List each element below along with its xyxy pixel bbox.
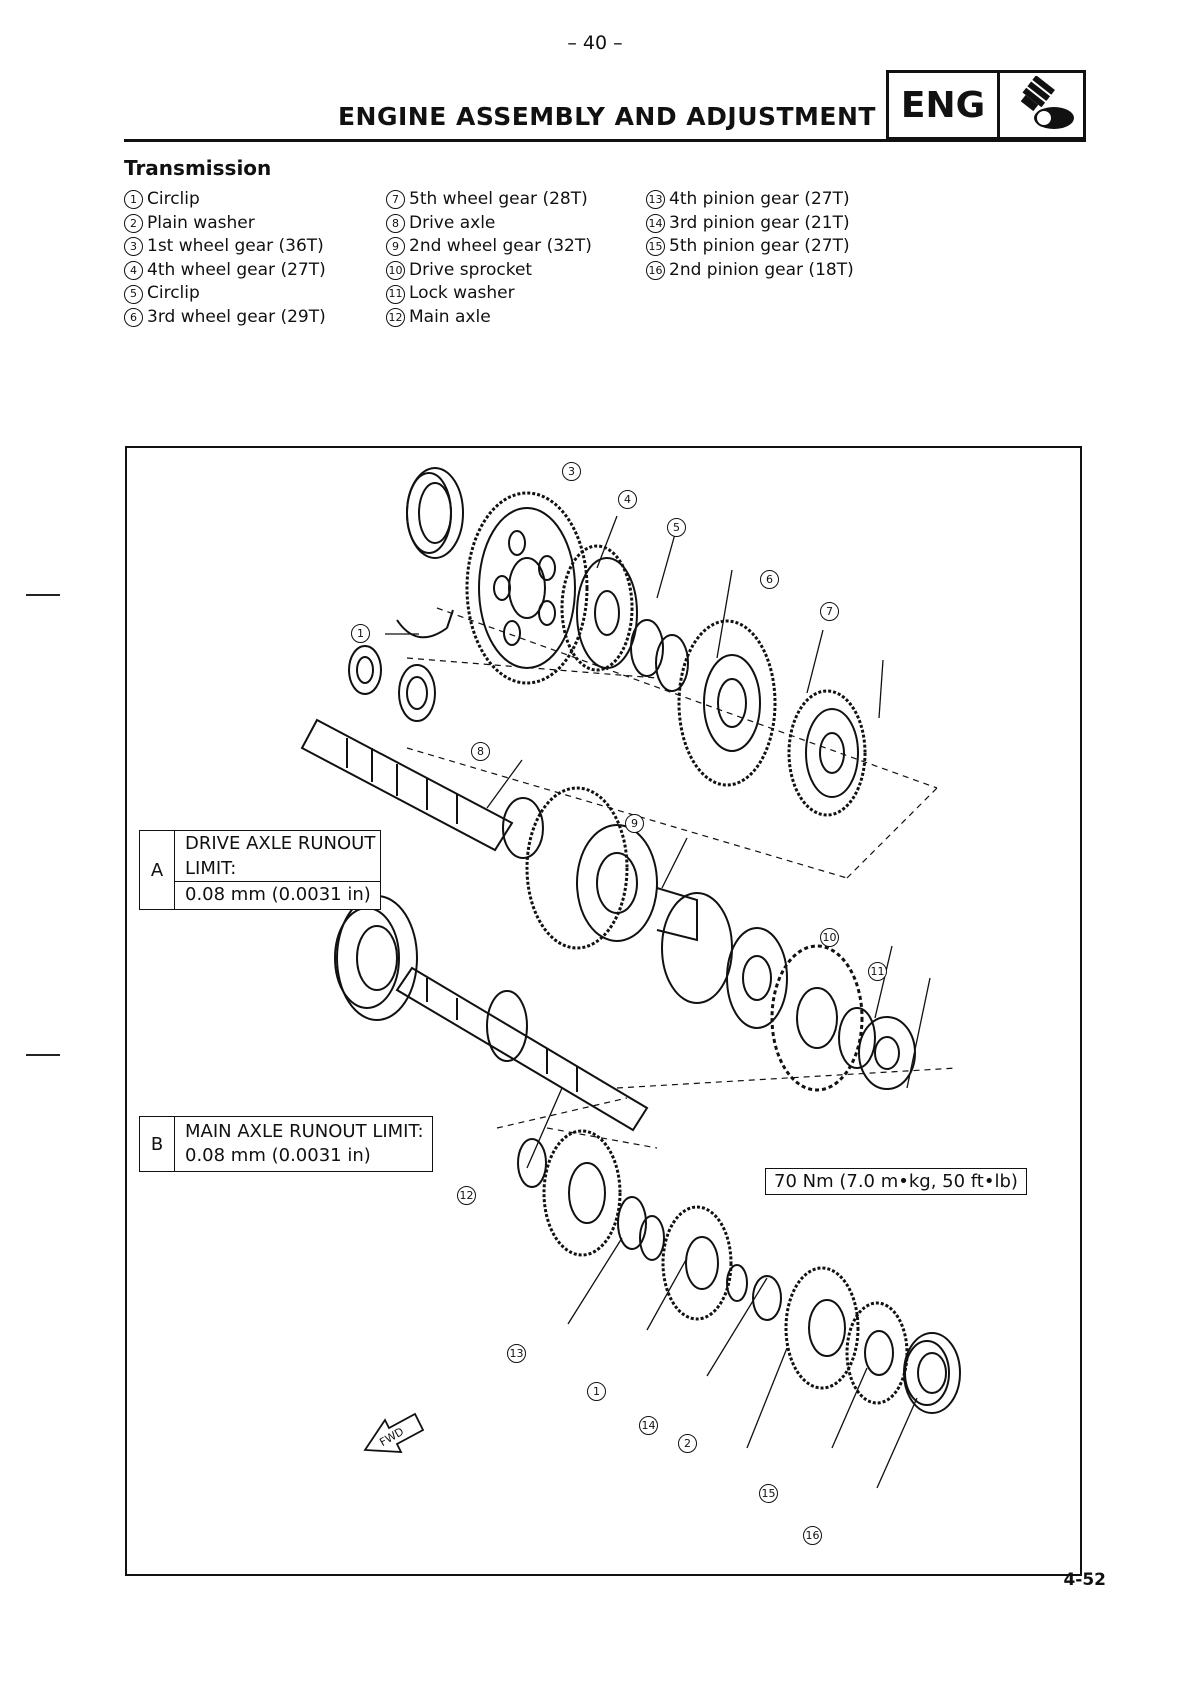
- callout-9: 9: [625, 814, 644, 833]
- header-rule: [124, 139, 1086, 142]
- page-number-bottom: 4-52: [1063, 1570, 1106, 1590]
- section-code: ENG: [889, 73, 1000, 137]
- margin-mark: [26, 594, 60, 596]
- spec-b-line1: MAIN AXLE RUNOUT LIMIT:: [185, 1121, 424, 1142]
- spec-a-line2: LIMIT:: [185, 858, 237, 879]
- callout-6: 6: [760, 570, 779, 589]
- callout-5: 5: [667, 518, 686, 537]
- callout-12: 12: [457, 1186, 476, 1205]
- spec-a-line1: DRIVE AXLE RUNOUT: [185, 833, 376, 854]
- drive-axle-runout-spec: A DRIVE AXLE RUNOUT LIMIT: 0.08 mm (0.00…: [139, 830, 381, 910]
- main-axle-runout-spec: B MAIN AXLE RUNOUT LIMIT: 0.08 mm (0.003…: [139, 1116, 433, 1172]
- callout-4: 4: [618, 490, 637, 509]
- fwd-label: FWD: [377, 1425, 406, 1449]
- spec-key-a: A: [140, 831, 175, 909]
- callout-10: 10: [820, 928, 839, 947]
- transmission-exploded-diagram: FWD 3 4 5 6 7 1 8 9 10 11 12 13 1 14 2 1…: [125, 446, 1082, 1576]
- spec-a-line3: 0.08 mm (0.0031 in): [175, 881, 380, 909]
- callout-1: 1: [351, 624, 370, 643]
- callout-14: 14: [639, 1416, 658, 1435]
- callout-8: 8: [471, 742, 490, 761]
- callout-3: 3: [562, 462, 581, 481]
- spec-b-line2: 0.08 mm (0.0031 in): [185, 1145, 371, 1166]
- engine-wrench-icon: [1000, 73, 1083, 137]
- section-badge: ENG: [886, 70, 1086, 140]
- callout-16: 16: [803, 1526, 822, 1545]
- callout-15: 15: [759, 1484, 778, 1503]
- callout-11: 11: [868, 962, 887, 981]
- page-number-top: – 40 –: [567, 32, 623, 54]
- section-title: ENGINE ASSEMBLY AND ADJUSTMENT: [337, 102, 876, 131]
- callout-13: 13: [507, 1344, 526, 1363]
- callout-2: 2: [678, 1434, 697, 1453]
- callout-1: 1: [587, 1382, 606, 1401]
- subsection-title: Transmission: [124, 156, 272, 180]
- spec-key-b: B: [140, 1117, 175, 1171]
- torque-spec: 70 Nm (7.0 m•kg, 50 ft•lb): [765, 1168, 1027, 1195]
- margin-mark: [26, 1054, 60, 1056]
- callout-7: 7: [820, 602, 839, 621]
